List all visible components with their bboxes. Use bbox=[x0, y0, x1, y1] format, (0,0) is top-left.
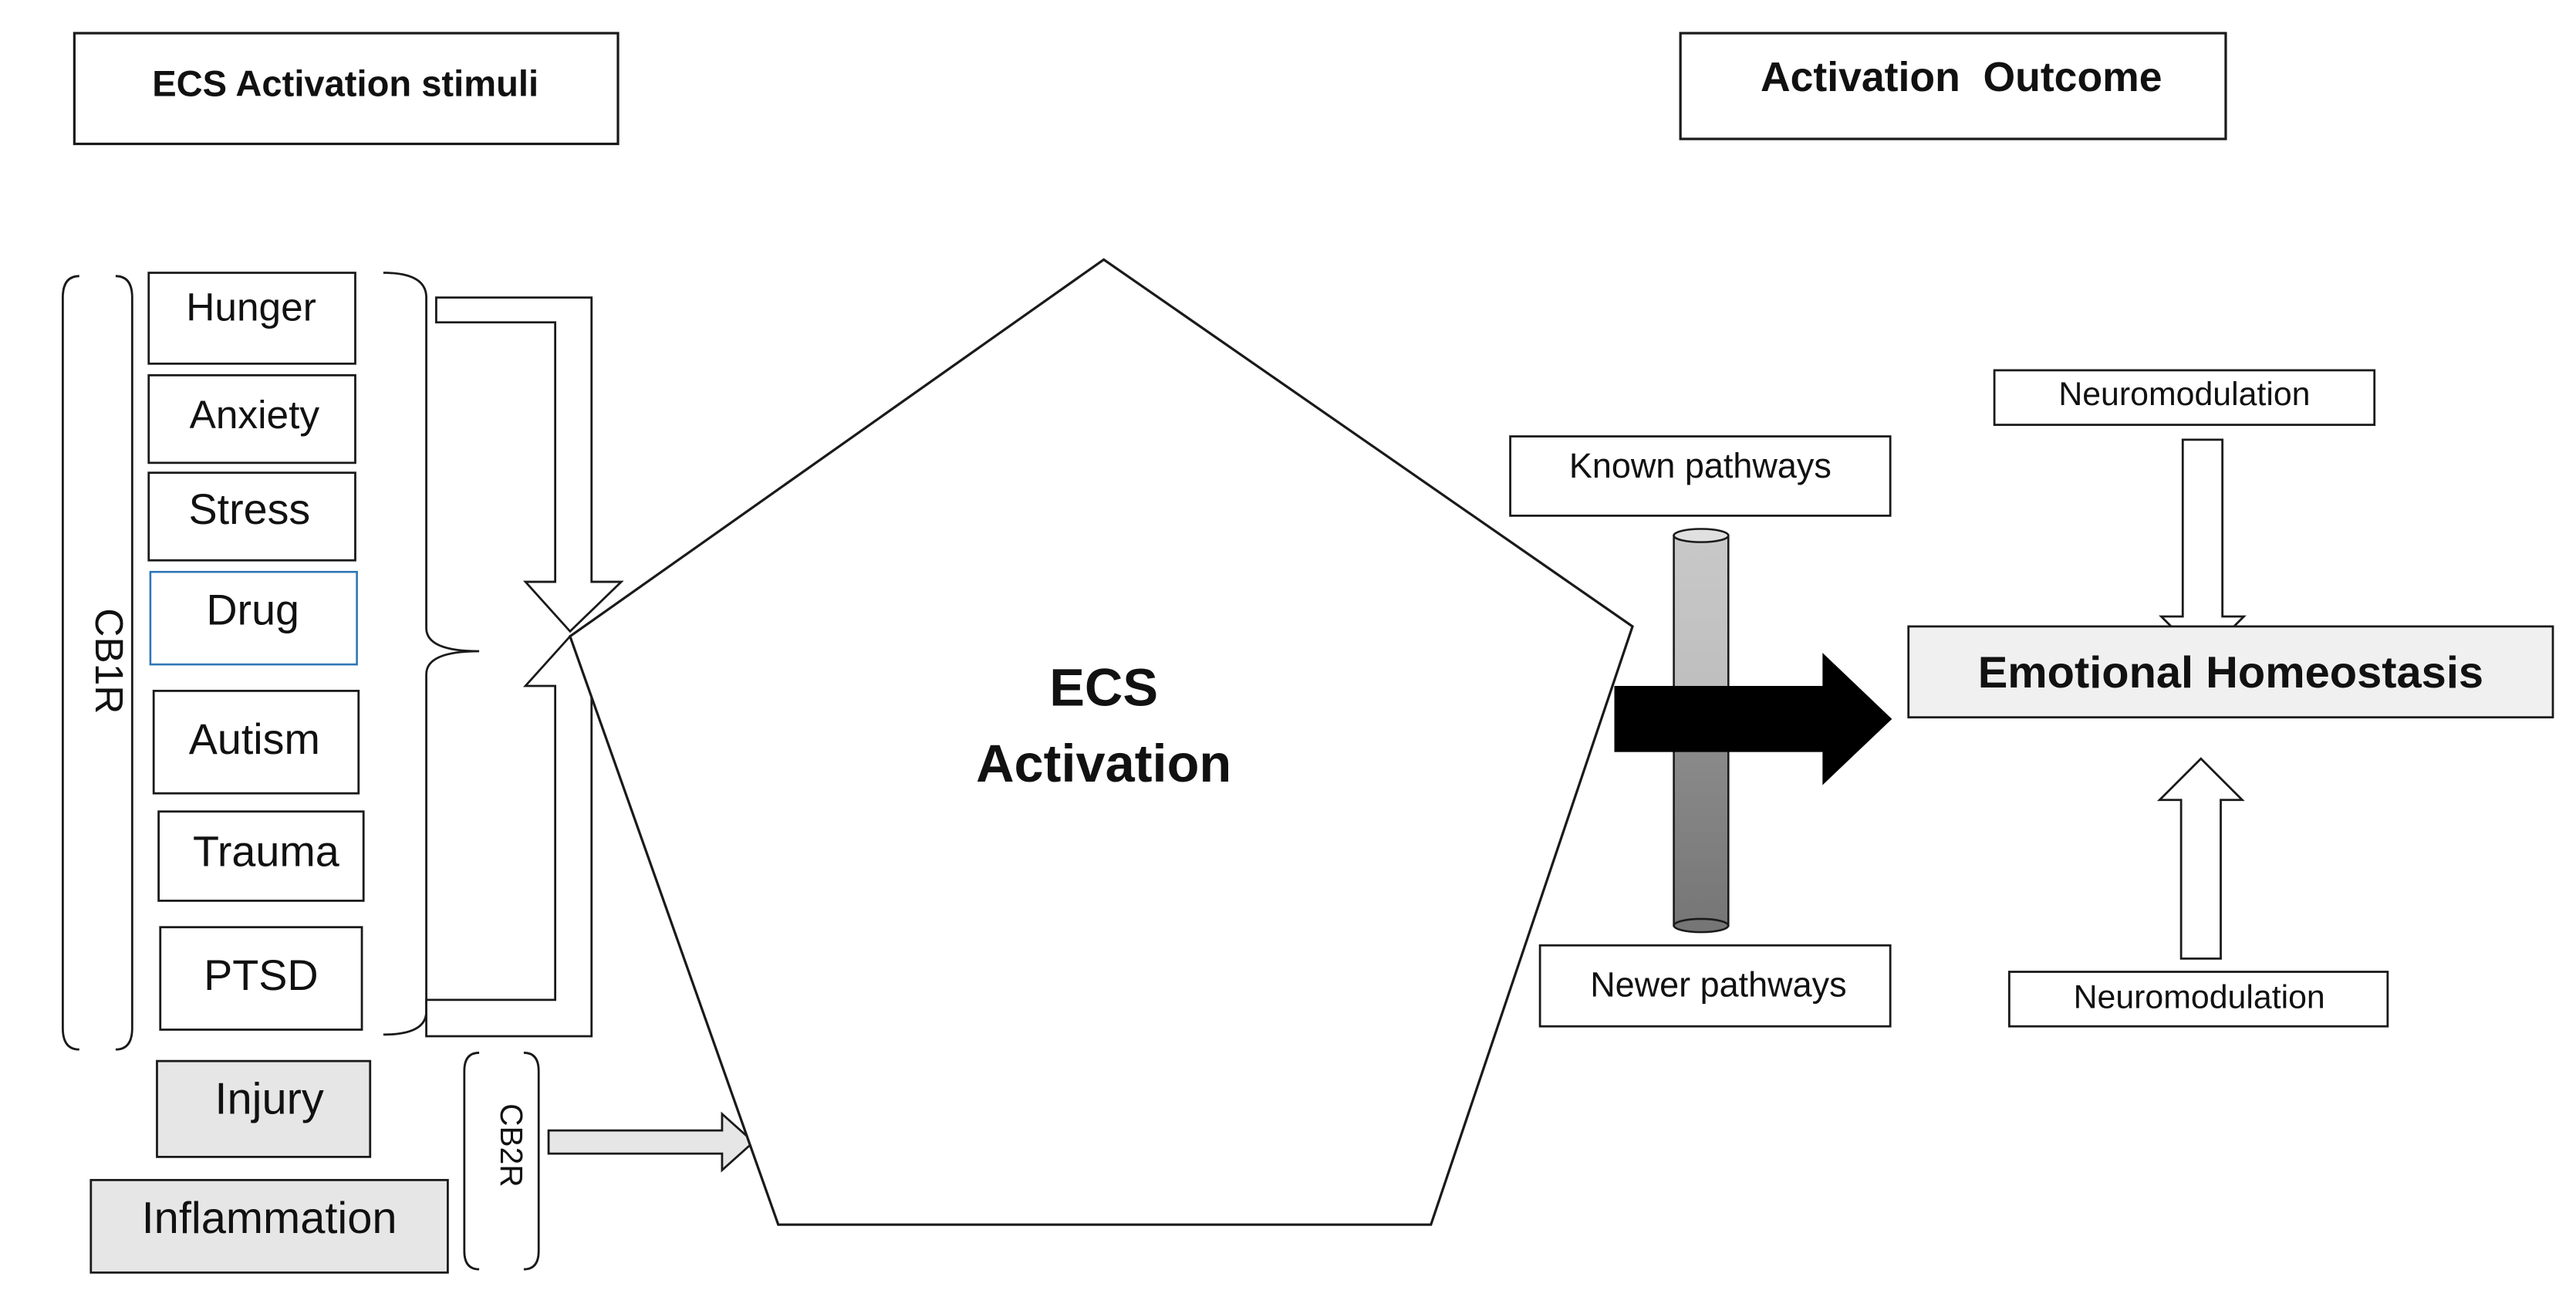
emotional-homeostasis-text: Emotional Homeostasis bbox=[1978, 648, 2483, 698]
stimulus-drug-text: Drug bbox=[206, 586, 299, 634]
stimulus-anxiety-text: Anxiety bbox=[190, 392, 320, 437]
stimulus-inflammation: Inflammation bbox=[89, 1178, 449, 1274]
newer-pathways-box: Newer pathways bbox=[1538, 944, 1892, 1028]
cb2r-brace bbox=[463, 1052, 480, 1271]
header-outcome-text: Activation Outcome bbox=[1761, 55, 2162, 100]
stimulus-stress: Stress bbox=[147, 471, 356, 562]
header-stimuli: ECS Activation stimuli bbox=[73, 32, 620, 146]
stimulus-hunger-text: Hunger bbox=[186, 285, 316, 329]
stimulus-autism-text: Autism bbox=[189, 715, 320, 763]
stimulus-drug: Drug bbox=[149, 570, 358, 666]
cb1r-label: CB1R bbox=[87, 608, 132, 714]
stimulus-hunger: Hunger bbox=[147, 272, 356, 365]
stimulus-ptsd-text: PTSD bbox=[204, 951, 318, 999]
stimulus-trauma: Trauma bbox=[157, 810, 365, 902]
stimulus-injury: Injury bbox=[156, 1059, 372, 1158]
stimulus-injury-text: Injury bbox=[214, 1075, 323, 1124]
cb1r-brace-inner bbox=[115, 275, 133, 1051]
neuromodulation-bottom-text: Neuromodulation bbox=[2074, 979, 2325, 1016]
main-activation-arrow bbox=[1614, 653, 1892, 785]
arrow-cb2r bbox=[547, 1111, 755, 1173]
header-stimuli-text: ECS Activation stimuli bbox=[152, 62, 538, 103]
stimulus-trauma-text: Trauma bbox=[193, 827, 339, 875]
ecs-activation-line2: Activation bbox=[976, 734, 1231, 793]
stimulus-autism: Autism bbox=[152, 690, 360, 795]
stimuli-right-brace bbox=[383, 272, 480, 1036]
neuromodulation-top-text: Neuromodulation bbox=[2058, 376, 2310, 413]
stimulus-ptsd: PTSD bbox=[159, 926, 363, 1031]
neuromodulation-top-box: Neuromodulation bbox=[1993, 369, 2376, 426]
cb1r-brace bbox=[61, 275, 79, 1051]
arrow-neuromodulation-up bbox=[2156, 757, 2245, 960]
ecs-pentagon bbox=[568, 258, 1634, 1226]
newer-pathways-text: Newer pathways bbox=[1590, 965, 1846, 1005]
known-pathways-text: Known pathways bbox=[1569, 446, 1832, 485]
cb2r-brace-inner bbox=[523, 1052, 540, 1271]
cb2r-label: CB2R bbox=[494, 1103, 529, 1187]
emotional-homeostasis-box: Emotional Homeostasis bbox=[1907, 625, 2554, 719]
arrow-top-bent bbox=[435, 296, 624, 633]
known-pathways-box: Known pathways bbox=[1509, 435, 1892, 517]
arrow-neuromodulation-down bbox=[2159, 438, 2247, 660]
ecs-activation-line1: ECS bbox=[1049, 658, 1158, 718]
neuromodulation-bottom-box: Neuromodulation bbox=[2007, 971, 2389, 1028]
stimulus-inflammation-text: Inflammation bbox=[142, 1194, 397, 1243]
stimulus-stress-text: Stress bbox=[189, 485, 311, 533]
header-outcome: Activation Outcome bbox=[1679, 32, 2227, 140]
stimulus-anxiety: Anxiety bbox=[147, 373, 356, 464]
